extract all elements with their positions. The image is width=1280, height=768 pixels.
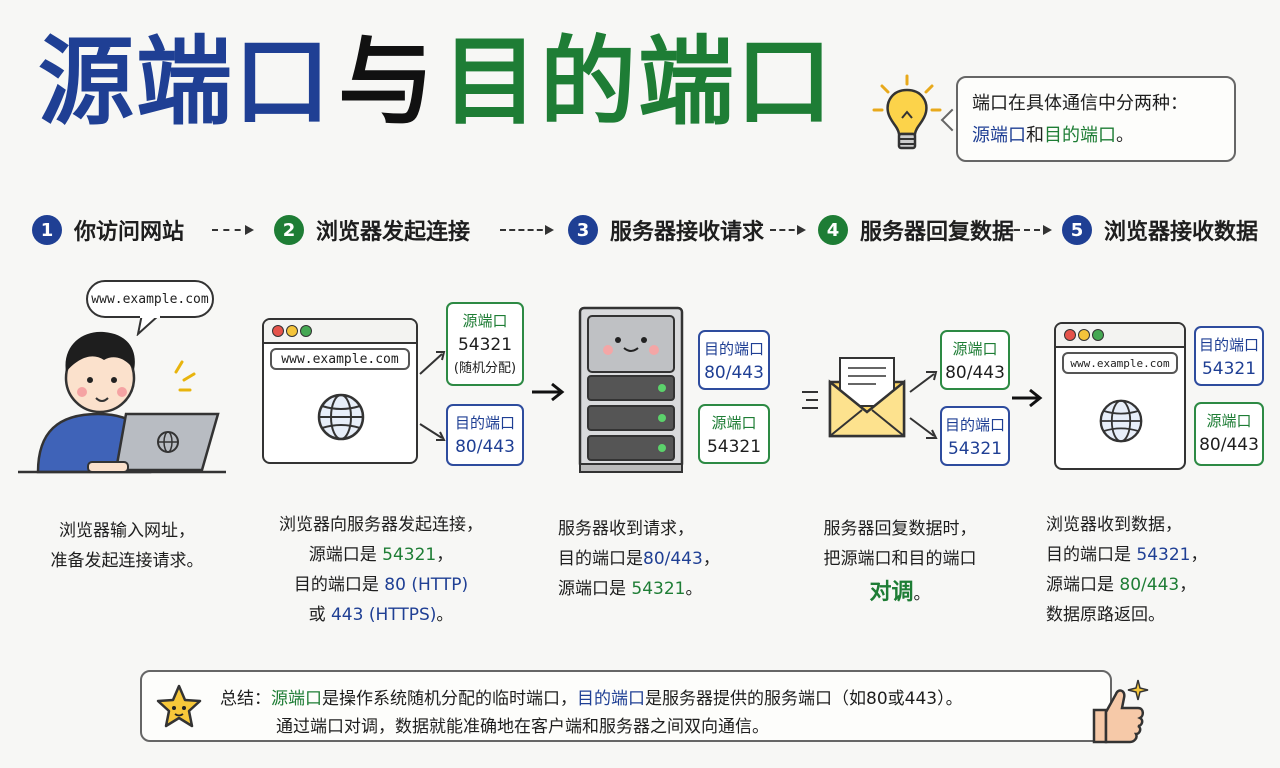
speech-bubble: www.example.com [86, 280, 214, 318]
step-2: 2 浏览器发起连接 [274, 212, 470, 248]
step-number: 5 [1062, 215, 1092, 245]
dest-port-box: 目的端口 54321 [1194, 326, 1264, 386]
title-dest-port: 目的端口 [442, 26, 834, 138]
dest-port-box: 目的端口 80/443 [446, 404, 524, 466]
step-number: 4 [818, 215, 848, 245]
thumbs-up-icon [1092, 679, 1149, 744]
person-laptop-icon [18, 331, 226, 474]
server-icon [578, 306, 684, 473]
browser-window: www.example.com [1054, 322, 1186, 470]
source-port-box: 源端口 54321 (随机分配) [446, 302, 524, 386]
step-number: 1 [32, 215, 62, 245]
globe-icon [1099, 399, 1143, 443]
arrow-icon [419, 351, 446, 441]
source-port-box: 源端口 54321 [698, 404, 770, 464]
browser-window: www.example.com [262, 318, 418, 464]
title-source-port: 源端口 [38, 26, 332, 138]
title-and: 与 [338, 26, 436, 138]
arrow-right-icon [1012, 388, 1043, 408]
lightbulb-icon [872, 74, 942, 150]
step-3: 3 服务器接收请求 [568, 212, 764, 248]
step-4: 4 服务器回复数据 [818, 212, 1014, 248]
url-bar: www.example.com [1062, 352, 1178, 374]
source-port-box: 源端口 80/443 [940, 330, 1010, 390]
step-label: 浏览器发起连接 [316, 220, 471, 245]
step-3-description: 服务器收到请求， 目的端口是80/443， 源端口是 54321。 [558, 519, 720, 599]
source-port-box: 源端口 80/443 [1194, 402, 1264, 466]
step-label: 服务器回复数据 [860, 220, 1015, 245]
step-5-description: 浏览器收到数据， 目的端口是 54321， 源端口是 80/443， 数据原路返… [1046, 515, 1208, 625]
step-number: 3 [568, 215, 598, 245]
star-icon [156, 684, 202, 728]
step-4-description: 服务器回复数据时， 把源端口和目的端口 对调。 [823, 519, 977, 605]
page-title: 源端口与目的端口 [38, 22, 834, 142]
envelope-icon [802, 357, 906, 438]
step-1: 1 你访问网站 [32, 212, 184, 248]
arrow-right-icon [532, 382, 565, 402]
arrow-icon [909, 371, 938, 439]
intro-line1: 端口在具体通信中分两种： [972, 93, 1188, 114]
arrow-dashed [500, 225, 554, 235]
intro-source: 源端口 [972, 125, 1026, 146]
summary-box: 总结：源端口是操作系统随机分配的临时端口，目的端口是服务器提供的服务端口（如80… [140, 670, 1112, 742]
arrow-dashed [212, 225, 254, 235]
step-1-description: 浏览器输入网址， 准备发起连接请求。 [50, 521, 204, 571]
intro-dest: 目的端口 [1044, 125, 1116, 146]
arrow-dashed [770, 225, 806, 235]
arrow-dashed [1014, 225, 1052, 235]
step-5: 5 浏览器接收数据 [1062, 212, 1258, 248]
url-bar: www.example.com [270, 348, 410, 370]
step-label: 你访问网站 [74, 220, 185, 245]
step-label: 浏览器接收数据 [1104, 220, 1259, 245]
summary-line2: 通过端口对调，数据就能准确地在客户端和服务器之间双向通信。 [276, 717, 769, 737]
step-2-description: 浏览器向服务器发起连接， 源端口是 54321， 目的端口是 80 (HTTP)… [279, 515, 483, 625]
intro-callout: 端口在具体通信中分两种： 源端口和目的端口。 [956, 76, 1236, 162]
dest-port-box: 目的端口 54321 [940, 406, 1010, 466]
step-label: 服务器接收请求 [610, 220, 765, 245]
globe-icon [317, 393, 365, 441]
step-number: 2 [274, 215, 304, 245]
summary-line1: 总结：源端口是操作系统随机分配的临时端口，目的端口是服务器提供的服务端口（如80… [220, 689, 963, 709]
dest-port-box: 目的端口 80/443 [698, 330, 770, 390]
